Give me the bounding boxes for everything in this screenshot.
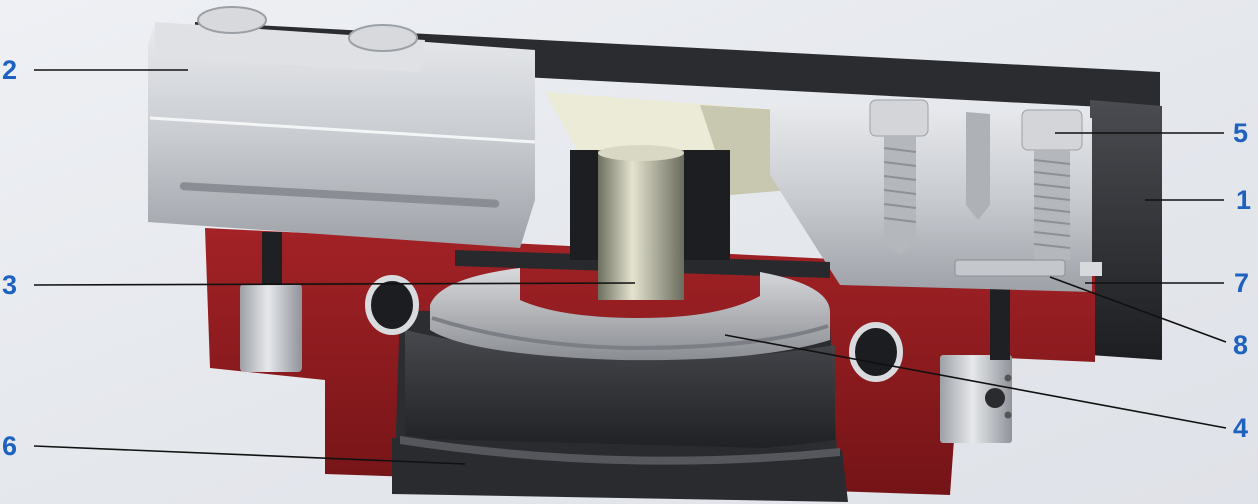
plunger-top [598,145,684,161]
fitting-screw [1004,374,1012,382]
callout-number: 1 [1236,185,1252,215]
callout-number: 8 [1233,330,1249,360]
left-side-block [240,284,302,372]
callout-number: 3 [2,270,18,300]
end-cap [1090,100,1162,360]
cavity-curve [405,330,835,454]
pressure-pad [430,268,830,361]
retaining-plate [954,259,1066,277]
set-screw [966,112,990,220]
cap-screw-5-thread [1034,150,1070,260]
leader-line-6 [33,445,466,465]
left-port-hole [365,275,419,335]
cap-screw-5-head [1021,109,1083,151]
cap-screw-thread [884,136,916,255]
fitting-block [940,355,1012,443]
slide-upper-face [155,22,425,72]
leader-line-4 [724,334,1227,429]
callout-number: 4 [1233,413,1249,443]
retaining-pin [1080,262,1102,276]
bottom-plate-top [400,436,840,465]
callout-number: 6 [2,431,18,461]
pressure-pad-ring [431,316,829,351]
leader-line-3 [33,282,636,286]
left-housing-bolt [262,232,282,294]
callout-number: 2 [2,55,18,85]
fitting-hole [985,388,1005,408]
callout-number: 5 [1233,118,1249,148]
clamp-block [770,100,1092,292]
plunger [598,150,684,300]
fitting-screw [1004,411,1012,419]
thread-lines [1033,159,1071,249]
thread-lines [883,147,917,223]
right-housing-bolt [990,285,1010,360]
cap-screw-head [869,99,929,137]
slide-groove [179,182,500,208]
slide-edge [149,116,536,144]
right-port-hole [849,322,903,382]
callout-number: 7 [1234,268,1250,298]
leader-lines [33,69,1227,465]
leader-line-8 [1049,276,1227,343]
slide-cap-screw [348,24,418,52]
slide-cap-screw [197,6,267,34]
